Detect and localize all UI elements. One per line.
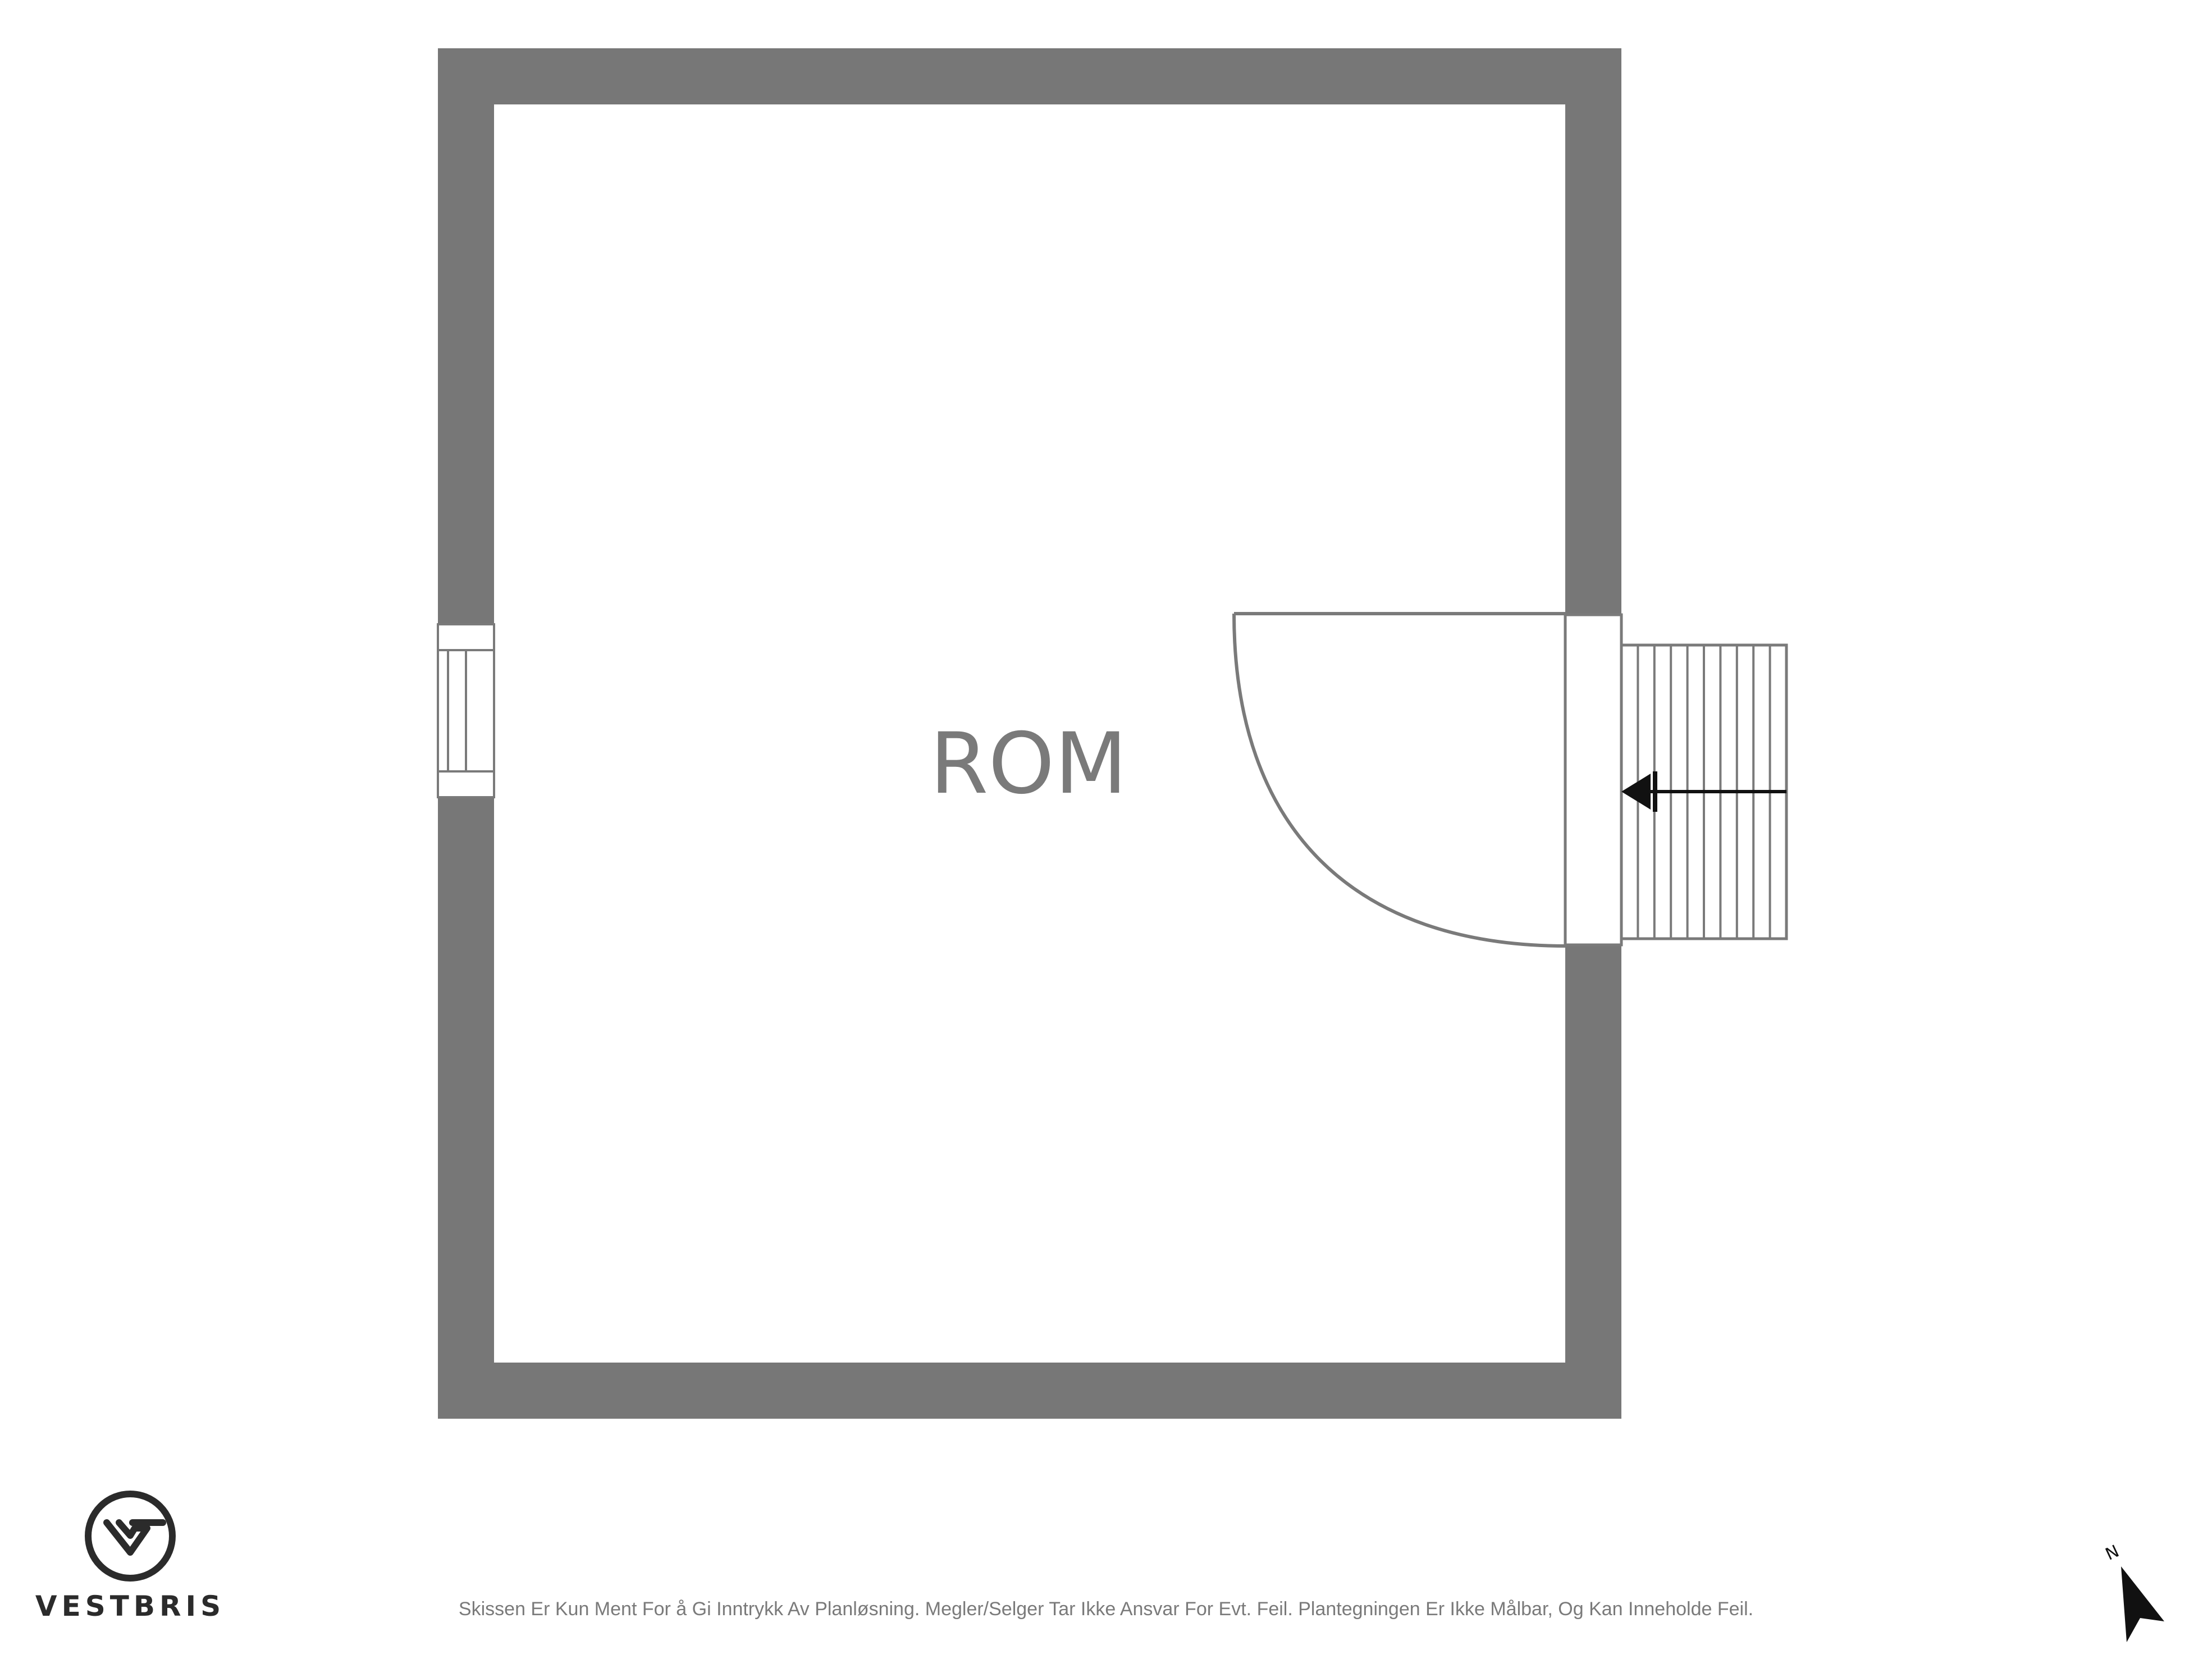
stair-arrow-icon [1621,774,1651,810]
brand-name: VESTBRIS [35,1590,225,1623]
logo-circle-icon [85,1491,176,1582]
logo-chevron-icon [103,1519,150,1556]
stairs [1620,643,1788,940]
window-left [437,623,495,798]
door-swing-arc [1232,613,1567,948]
door [1232,612,1623,948]
door-opening [1564,613,1623,947]
north-arrow-icon: N [2103,1542,2164,1642]
north-letter: N [2103,1542,2122,1565]
room-label: ROM [930,715,1127,813]
vestbris-logo: VESTBRIS [35,1491,225,1623]
disclaimer-text: Skissen Er Kun Ment For å Gi Inntrykk Av… [459,1598,1753,1620]
